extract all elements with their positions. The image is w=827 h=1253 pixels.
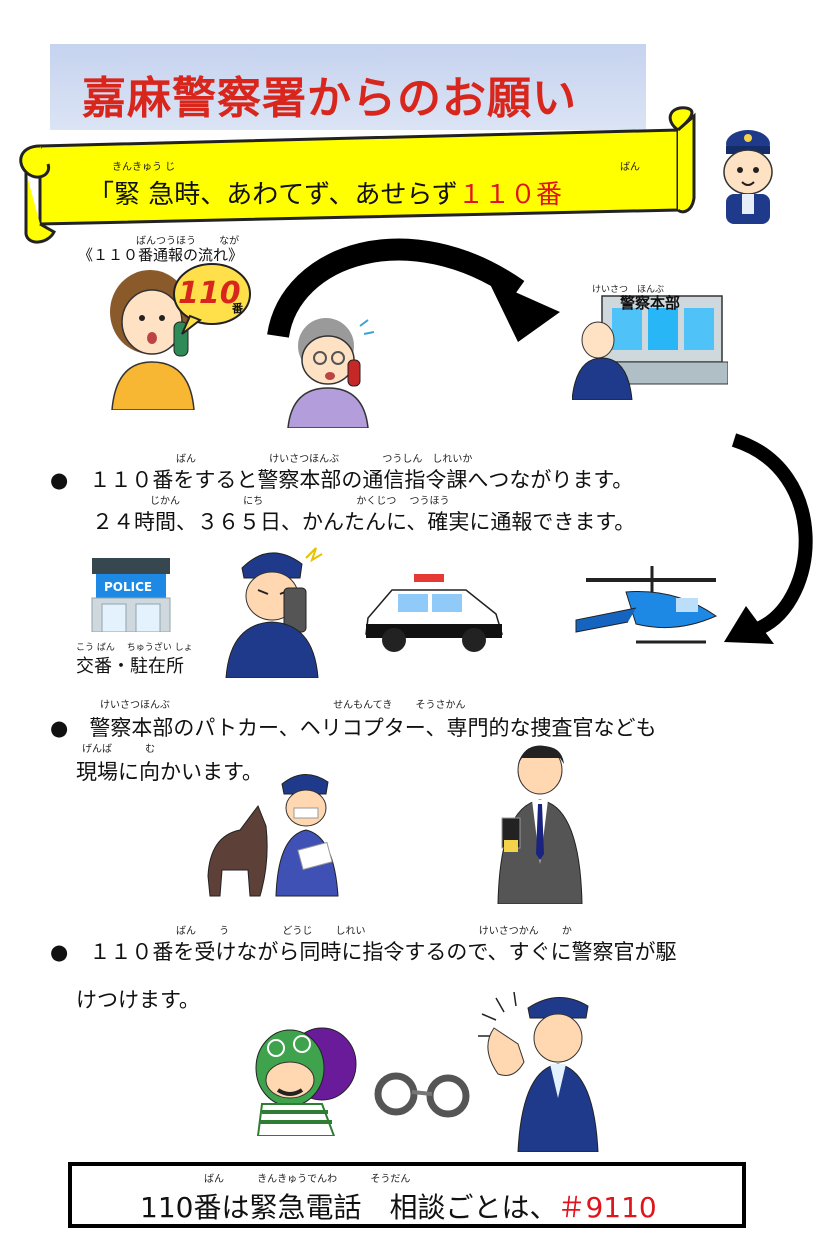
page-title: 嘉麻警察署からのお願い [82, 73, 577, 124]
title-background [50, 44, 646, 130]
police-box-sign: POLICE [104, 580, 153, 594]
banner-slogan-110: １１０番 [457, 180, 562, 210]
footer-text-prefix: 110番は緊急電話 相談ごとは、 [140, 1191, 558, 1224]
flow-arrow-top [267, 238, 560, 342]
police-mascot-illustration [723, 130, 773, 224]
helicopter-illustration [575, 566, 718, 644]
footer-consult-number: ＃9110 [557, 1191, 657, 1224]
bullet1-ruby-line2: じかん にち かくじつ つうほう [150, 496, 450, 507]
banner-ruby-kinkyuuji: きんきゅう じ [112, 162, 176, 173]
police-dog-officer-illustration [207, 774, 339, 897]
flow-title: 《１１０番通報の流れ》 [78, 246, 244, 264]
police-box-label: 交番・駐在所 [76, 656, 184, 677]
bullet1-line2: ２４時間、３６５日、かんたんに、確実に通報できます。 [92, 510, 636, 534]
elderly-woman-calling-illustration [287, 318, 374, 428]
police-hq-operator-illustration [572, 295, 728, 400]
scroll-banner [19, 106, 696, 244]
officer-stop-illustration [478, 991, 599, 1152]
detective-illustration [497, 745, 583, 904]
badge-110-suffix: 番 [232, 302, 243, 315]
thief-illustration [255, 1027, 357, 1136]
footer-box [68, 1162, 746, 1228]
police-box-ruby: こう ばん ちゅうざい しょ [76, 643, 193, 653]
bullet2-line2: 現場に向かいます。 [76, 760, 263, 784]
bullet1-line1: ● １１０番をすると警察本部の通信指令課へつながります。 [50, 468, 634, 492]
banner-slogan-text: 「緊 急時、あわてず、あせらず [88, 180, 458, 210]
flow-title-ruby: ばんつうほう なが [136, 236, 240, 247]
hq-ruby: けいさつ ほんぶ [592, 285, 665, 295]
banner-slogan: 「緊 急時、あわてず、あせらず１１０番 [88, 174, 562, 211]
hq-sign: 警察本部 [620, 294, 681, 312]
bullet3-line1: ● １１０番を受けながら同時に指令するので、すぐに警察官が駆 [50, 940, 677, 964]
patrol-car-illustration [365, 574, 504, 652]
badge-110-number: 110 [178, 276, 241, 311]
bullet1-ruby-line1: ばん けいさつほんぶ つうしん しれいか [176, 454, 473, 465]
bullet2-line1: ● 警察本部のパトカー、ヘリコプター、専門的な捜査官なども [50, 716, 657, 740]
footer-ruby: ばん きんきゅうでんわ そうだん [204, 1174, 411, 1185]
bullet3-ruby-line1: ばん う どうじ しれい けいさつかん か [176, 926, 572, 937]
flow-arrow-right [724, 433, 813, 644]
footer-text: 110番は緊急電話 相談ごとは、＃9110 [140, 1186, 657, 1226]
officer-radio-illustration [225, 547, 323, 678]
woman-calling-illustration [110, 263, 251, 410]
bullet2-ruby-line2: げんば む [82, 744, 156, 755]
banner-ruby-ban: ばん [620, 162, 640, 173]
bullet2-ruby-line1: けいさつほんぶ せんもんてき そうさかん [100, 700, 466, 711]
police-box-building-illustration [91, 558, 171, 632]
bullet3-line2: けつけます。 [76, 988, 200, 1012]
handcuffs-illustration [374, 1072, 470, 1118]
